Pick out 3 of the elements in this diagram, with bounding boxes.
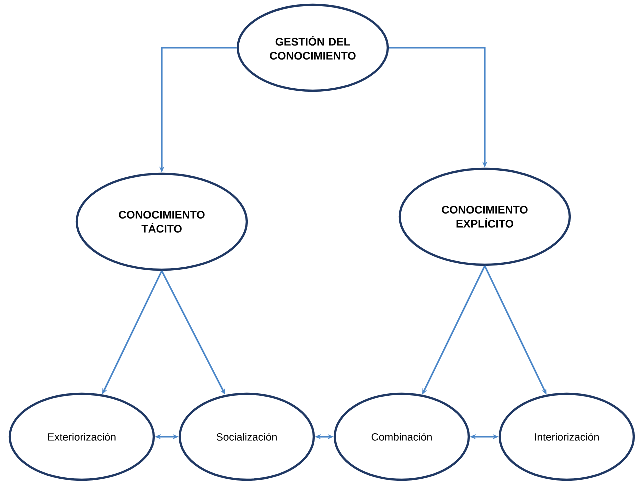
ellipse-node: CONOCIMIENTO TÁCITO (76, 172, 248, 272)
ellipse-node: CONOCIMIENTO EXPLÍCITO (398, 168, 572, 266)
ellipse-node: GESTIÓN DEL CONOCIMIENTO (236, 4, 390, 92)
